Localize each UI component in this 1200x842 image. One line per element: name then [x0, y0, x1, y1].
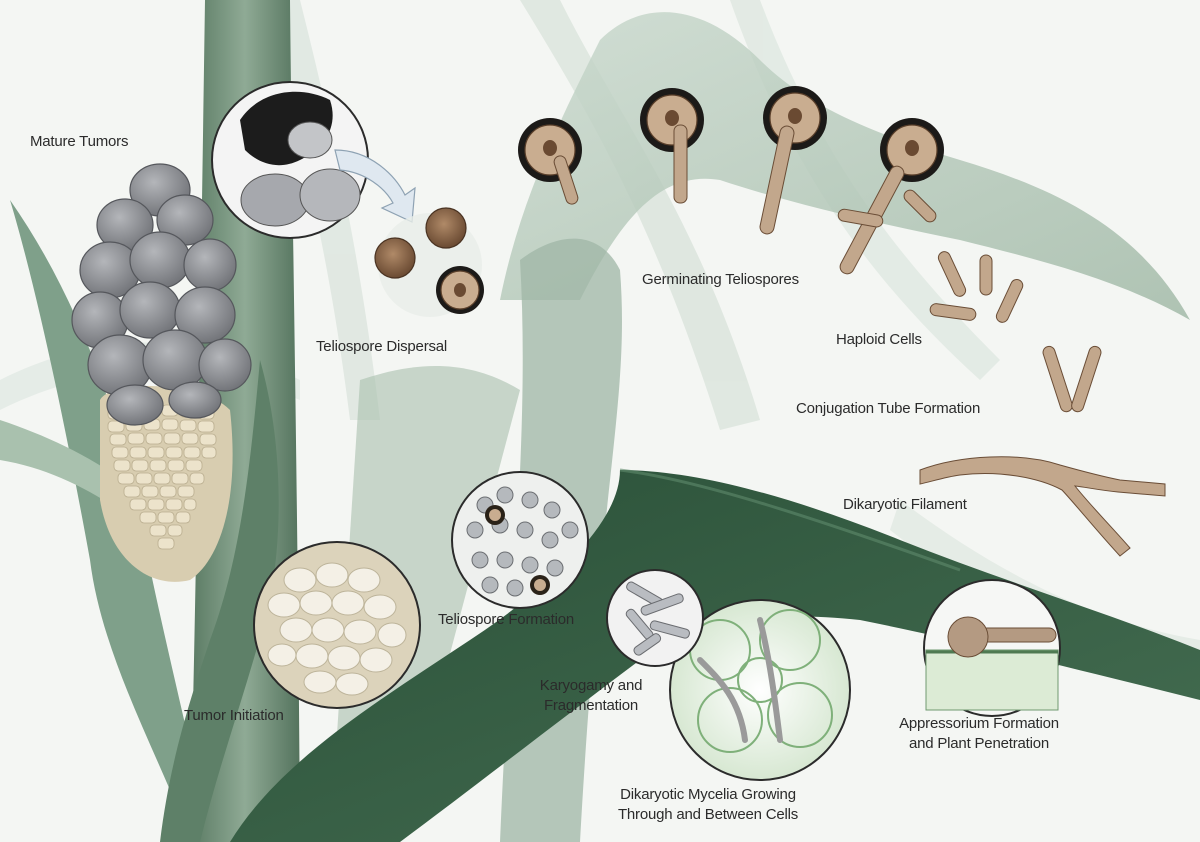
label-tumor-initiation: Tumor Initiation [184, 707, 284, 724]
karyogamy-closeup-circle [606, 569, 704, 667]
appressorium-closeup-circle [923, 579, 1061, 717]
lower-leaf [230, 470, 1200, 842]
mature-tumors [71, 163, 252, 426]
teliospore-dispersal-group [374, 207, 484, 317]
label-haploid-cells: Haploid Cells [836, 331, 922, 348]
label-mycelia-line1: Dikaryotic Mycelia Growing [620, 786, 796, 803]
label-appressorium: Appressorium Formation and Plant Penetra… [884, 714, 1074, 754]
dikaryotic-filament [919, 456, 1166, 557]
label-mycelia-line2: Through and Between Cells [617, 806, 799, 823]
conjugation-tubes [1042, 345, 1102, 413]
germinating-teliospores [518, 86, 944, 275]
tumor-initiation-circle [253, 541, 421, 709]
teliospore-formation-circle [451, 471, 589, 609]
label-appressorium-line2: and Plant Penetration [908, 735, 1050, 752]
label-teliospore-dispersal: Teliospore Dispersal [316, 338, 448, 355]
label-dikaryotic-filament: Dikaryotic Filament [843, 496, 967, 513]
haploid-cells [929, 251, 1024, 323]
label-karyogamy: Karyogamy and Fragmentation [528, 676, 654, 716]
label-conjugation-tube-formation: Conjugation Tube Formation [796, 400, 981, 417]
corn-husk-leaf-right [160, 360, 279, 842]
label-karyogamy-line1: Karyogamy and [539, 677, 643, 694]
label-teliospore-formation: Teliospore Formation [438, 611, 575, 628]
tumor-closeup-circle [211, 81, 369, 239]
label-mature-tumors: Mature Tumors [30, 133, 129, 150]
label-germinating-teliospores: Germinating Teliospores [642, 271, 799, 288]
corn-cob [100, 386, 233, 582]
label-dikaryotic-mycelia: Dikaryotic Mycelia Growing Through and B… [600, 785, 816, 825]
label-karyogamy-line2: Fragmentation [543, 697, 639, 714]
label-appressorium-line1: Appressorium Formation [899, 715, 1059, 732]
